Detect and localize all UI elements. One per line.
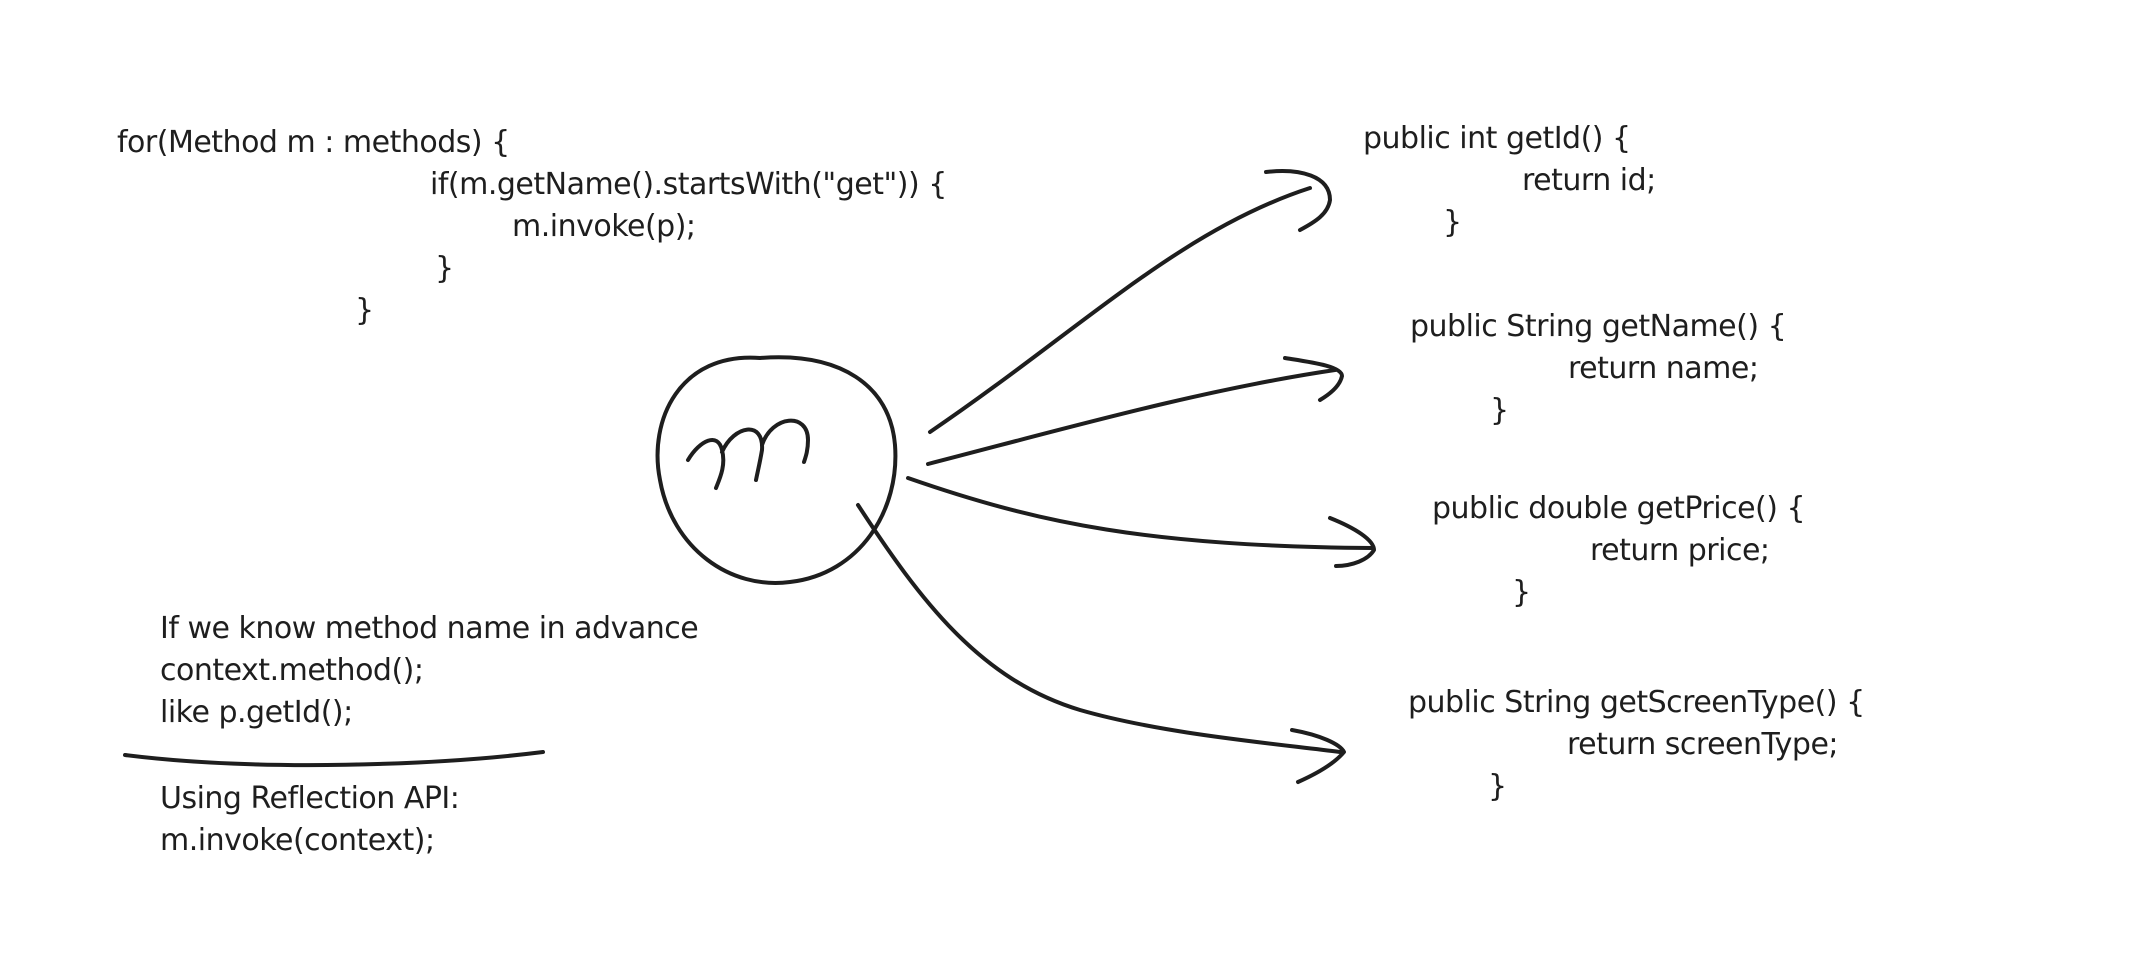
method-getId-signature: public int getId() { bbox=[1363, 121, 1631, 156]
method-getPrice-body: return price; bbox=[1590, 533, 1770, 568]
note-direct-line1: If we know method name in advance bbox=[160, 611, 699, 646]
arrow-to-getPrice bbox=[906, 476, 1374, 550]
loop-code-line5: } bbox=[355, 293, 374, 328]
method-getName-body: return name; bbox=[1568, 351, 1759, 386]
method-getScreenType-body: return screenType; bbox=[1567, 727, 1839, 762]
loop-code-line2: if(m.getName().startsWith("get")) { bbox=[430, 167, 947, 202]
method-getPrice-close: } bbox=[1512, 575, 1531, 610]
method-getPrice-signature: public double getPrice() { bbox=[1432, 491, 1806, 526]
note-reflection-line2: m.invoke(context); bbox=[160, 823, 435, 858]
arrow-head-getScreenType bbox=[1290, 728, 1346, 784]
method-getName-close: } bbox=[1490, 393, 1509, 428]
notes-divider bbox=[123, 750, 545, 768]
loop-code-line4: } bbox=[435, 251, 454, 286]
method-getId-body: return id; bbox=[1522, 163, 1656, 198]
arrow-head-getId bbox=[1264, 169, 1332, 232]
note-reflection-line1: Using Reflection API: bbox=[160, 781, 460, 816]
arrow-head-getName bbox=[1283, 356, 1344, 402]
note-direct-line2: context.method(); bbox=[160, 653, 424, 688]
circle-m-glyph bbox=[686, 418, 810, 490]
note-direct-line3: like p.getId(); bbox=[160, 695, 353, 730]
arrow-to-getId bbox=[928, 186, 1312, 434]
arrow-to-getName bbox=[926, 368, 1337, 466]
method-getScreenType-close: } bbox=[1488, 769, 1507, 804]
arrow-head-getPrice bbox=[1328, 516, 1376, 568]
method-getName-signature: public String getName() { bbox=[1410, 309, 1787, 344]
loop-code-line3: m.invoke(p); bbox=[512, 209, 696, 244]
method-circle bbox=[655, 355, 898, 585]
method-getScreenType-signature: public String getScreenType() { bbox=[1408, 685, 1865, 720]
arrow-to-getScreenType bbox=[856, 503, 1342, 754]
loop-code-line1: for(Method m : methods) { bbox=[117, 125, 510, 160]
method-getId-close: } bbox=[1443, 205, 1462, 240]
